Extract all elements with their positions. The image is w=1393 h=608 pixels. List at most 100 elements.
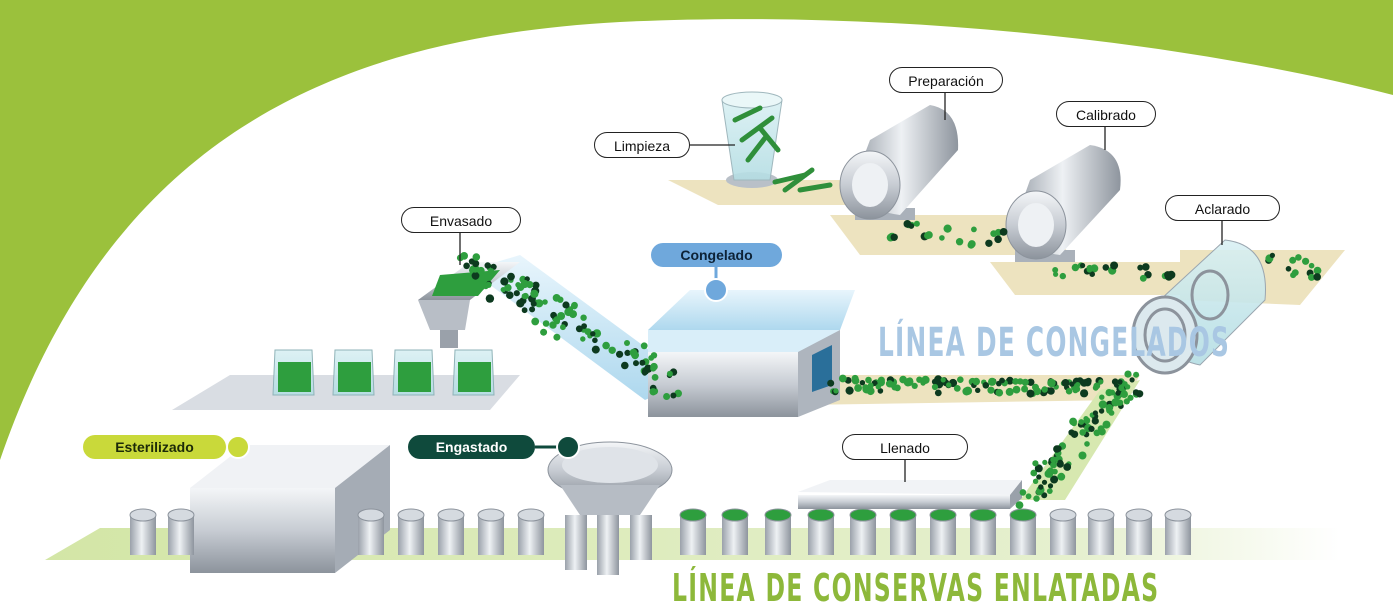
pea-icon xyxy=(485,294,495,303)
pea-icon xyxy=(1033,495,1040,502)
pea-icon xyxy=(471,271,480,280)
pea-icon xyxy=(648,355,655,361)
pea-icon xyxy=(1012,378,1019,385)
pea-icon xyxy=(633,360,639,367)
pea-icon xyxy=(651,374,659,381)
pea-icon xyxy=(1098,379,1104,385)
bag-icon xyxy=(392,349,435,396)
pea-icon xyxy=(1052,267,1059,273)
pea-icon xyxy=(1012,385,1021,394)
esterilizado-dot xyxy=(226,435,250,459)
pea-icon xyxy=(1098,400,1107,409)
pea-icon xyxy=(531,317,540,326)
pea-icon xyxy=(1105,389,1113,397)
rinse-drum-icon xyxy=(1131,239,1266,375)
pea-icon xyxy=(975,387,981,393)
pea-icon xyxy=(995,388,1004,397)
pea-icon xyxy=(1102,420,1111,429)
can-icon xyxy=(1087,508,1115,555)
pea-icon xyxy=(1071,420,1077,427)
pea-icon xyxy=(631,351,639,360)
filled-can-icon xyxy=(849,508,877,555)
pea-icon xyxy=(1065,387,1073,395)
pea-icon xyxy=(1032,383,1039,391)
pea-icon xyxy=(1059,272,1067,280)
pea-icon xyxy=(1006,376,1014,385)
bag-icon xyxy=(332,349,375,396)
pea-icon xyxy=(1110,261,1119,270)
pea-icon xyxy=(1071,263,1080,272)
filled-can-icon xyxy=(807,508,835,555)
pea-icon xyxy=(608,346,616,354)
green-banner xyxy=(0,0,1393,460)
pea-icon xyxy=(994,235,1002,244)
pea-icon xyxy=(507,272,515,281)
pea-icon xyxy=(955,238,964,246)
leader-lines xyxy=(226,90,1223,482)
pea-icon xyxy=(624,349,631,356)
pea-icon xyxy=(529,306,536,313)
pea-icon xyxy=(1046,488,1053,494)
pea-icon xyxy=(1088,425,1095,432)
pea-icon xyxy=(649,388,657,396)
pea-icon xyxy=(1098,408,1105,414)
pea-icon xyxy=(1057,459,1064,466)
pea-icon xyxy=(1093,382,1101,390)
pea-icon xyxy=(562,301,570,309)
pea-icon xyxy=(1021,378,1029,386)
filled-can-icon xyxy=(969,508,997,555)
pea-icon xyxy=(1308,262,1315,269)
pea-icon xyxy=(1030,469,1038,477)
pea-icon xyxy=(1078,451,1087,460)
pea-icon xyxy=(1044,470,1053,478)
pea-icon xyxy=(666,370,673,377)
filled-can-icon xyxy=(679,508,707,555)
pea-icon xyxy=(1308,273,1315,281)
title-linea-conservas: LÍNEA DE CONSERVAS ENLATADAS xyxy=(672,566,1160,608)
pea-icon xyxy=(1142,263,1150,271)
label-envasado: Envasado xyxy=(401,207,521,233)
pea-icon xyxy=(1302,257,1310,265)
filled-can-icon xyxy=(929,508,957,555)
pea-icon xyxy=(1032,478,1039,484)
pea-icon xyxy=(516,283,525,292)
can-icon xyxy=(1125,508,1153,555)
pea-icon xyxy=(621,361,629,370)
label-preparacion: Preparación xyxy=(889,67,1003,93)
pea-icon xyxy=(1050,456,1057,463)
pea-icon xyxy=(1115,390,1121,396)
pea-icon xyxy=(650,365,657,372)
pea-icon xyxy=(957,376,964,384)
pea-icon xyxy=(1063,463,1072,471)
pea-icon xyxy=(1042,459,1048,465)
washing-tank-icon xyxy=(721,91,833,193)
pea-icon xyxy=(916,376,923,383)
pea-icon xyxy=(592,337,598,344)
belt-limpieza xyxy=(668,180,890,205)
pea-icon xyxy=(911,382,918,389)
pea-icon xyxy=(1032,460,1039,467)
pea-icon xyxy=(1070,430,1079,438)
pea-icon xyxy=(1124,370,1132,378)
pea-icon xyxy=(867,382,874,389)
pea-icon xyxy=(580,336,586,342)
pea-icon xyxy=(1080,389,1089,398)
pea-icon xyxy=(571,301,578,309)
pea-icon xyxy=(1269,252,1275,258)
pea-icon xyxy=(569,310,577,319)
pea-icon xyxy=(940,377,946,383)
filling-machine-icon xyxy=(798,480,1022,509)
pea-icon xyxy=(1041,492,1048,499)
pea-icon xyxy=(591,345,600,354)
pea-icon xyxy=(485,281,492,288)
pea-icon xyxy=(1041,386,1048,393)
pea-icon xyxy=(535,299,544,308)
pea-icon xyxy=(1061,379,1070,387)
pea-icon xyxy=(943,224,952,233)
pea-icon xyxy=(990,230,998,238)
pea-icon xyxy=(987,386,995,394)
pea-icon xyxy=(542,320,550,327)
pea-icon xyxy=(522,292,529,300)
can-icon xyxy=(1164,508,1192,555)
